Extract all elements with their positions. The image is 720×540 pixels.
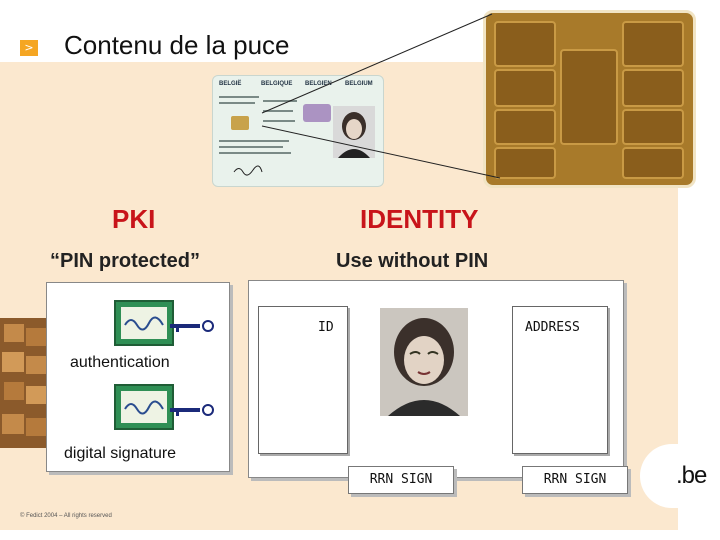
address-rrn-sign-box: RRN SIGN xyxy=(522,466,628,494)
card-word: BELGIË xyxy=(219,81,242,87)
digital-signature-label: digital signature xyxy=(64,445,177,463)
pki-subheading: “PIN protected” xyxy=(50,250,201,272)
chip-zoom-image xyxy=(483,10,696,188)
identity-photo xyxy=(380,308,468,416)
card-text-line xyxy=(263,100,297,102)
id-rrn-sign-box: RRN SIGN xyxy=(348,466,454,494)
pki-heading: PKI xyxy=(112,204,156,234)
card-text-line xyxy=(219,96,259,98)
slide-marker-icon: > xyxy=(20,40,38,56)
chip-contact-pad xyxy=(494,109,556,145)
id-document xyxy=(258,306,348,454)
card-text-line xyxy=(219,102,255,104)
identity-heading: IDENTITY xyxy=(360,204,479,234)
signature-icon xyxy=(233,165,263,176)
card-text-line xyxy=(263,110,293,112)
chip-contact-pad xyxy=(494,69,556,107)
certificate-icon xyxy=(114,300,174,346)
id-document-label: ID xyxy=(318,320,334,335)
belgium-map-icon xyxy=(303,104,331,122)
id-card-image: BELGIË BELGIQUE BELGIEN BELGIUM xyxy=(212,75,384,187)
card-photo xyxy=(333,106,375,158)
be-logo-badge xyxy=(640,444,720,508)
address-document xyxy=(512,306,608,454)
card-text-line xyxy=(219,140,289,142)
card-word: BELGIUM xyxy=(345,81,373,87)
card-chip-icon xyxy=(231,116,249,130)
card-word: BELGIQUE xyxy=(261,81,293,87)
chip-contact-pad xyxy=(622,109,684,145)
address-document-label: ADDRESS xyxy=(525,320,580,335)
chip-contact-pad xyxy=(494,21,556,67)
key-icon xyxy=(170,404,214,416)
chip-contact-pad xyxy=(622,69,684,107)
keyboard-image xyxy=(0,318,48,448)
authentication-label: authentication xyxy=(70,354,170,372)
chip-contact-pad xyxy=(622,147,684,179)
key-icon xyxy=(170,320,214,332)
slide-title: Contenu de la puce xyxy=(64,30,290,60)
chip-contact-pad xyxy=(560,49,618,145)
chip-contact-pad xyxy=(622,21,684,67)
identity-subheading: Use without PIN xyxy=(336,250,489,272)
card-text-line xyxy=(219,152,291,154)
be-logo: .be xyxy=(676,462,707,489)
copyright-text: © Fedict 2004 – All rights reserved xyxy=(20,513,112,519)
card-text-line xyxy=(263,120,295,122)
certificate-icon xyxy=(114,384,174,430)
card-text-line xyxy=(219,146,283,148)
chip-contact-pad xyxy=(494,147,556,179)
card-word: BELGIEN xyxy=(305,81,332,87)
